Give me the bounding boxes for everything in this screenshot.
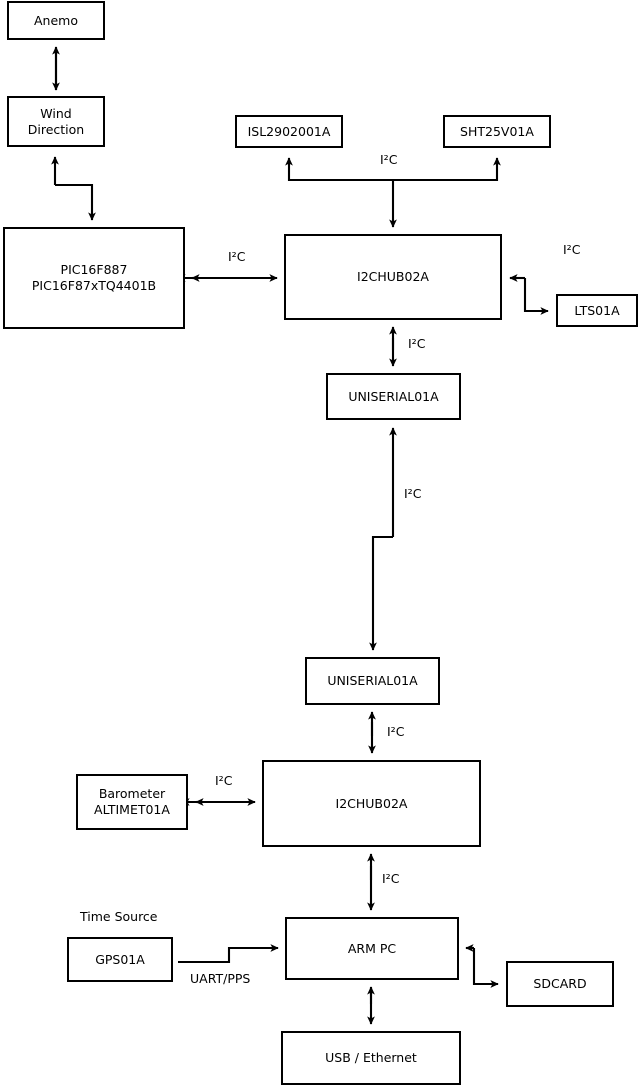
node-wind-direction[interactable]: Wind Direction (7, 96, 105, 147)
edge-label-i2c-pic: I²C (228, 249, 246, 264)
node-gps01a[interactable]: GPS01A (67, 937, 173, 982)
node-arm-pc[interactable]: ARM PC (285, 917, 459, 980)
wire-pic-to-winddir (55, 183, 96, 221)
node-barometer-altimet01a[interactable]: Barometer ALTIMET01A (76, 774, 188, 830)
label-time-source: Time Source (80, 909, 158, 924)
wire-hubtop-to-lts (523, 278, 549, 315)
edge-label-i2c-trunk: I²C (404, 486, 422, 501)
node-uniserial01a-bottom[interactable]: UNISERIAL01A (305, 657, 440, 705)
node-usb-ethernet[interactable]: USB / Ethernet (281, 1031, 461, 1085)
wire-armpc-to-sdcard (472, 948, 499, 988)
node-anemo[interactable]: Anemo (7, 1, 105, 40)
node-lts01a[interactable]: LTS01A (556, 294, 638, 327)
edge-label-uart-pps: UART/PPS (190, 971, 251, 986)
edge-label-i2c-uniserial-bottom: I²C (387, 724, 405, 739)
node-sdcard[interactable]: SDCARD (506, 961, 614, 1007)
edge-label-i2c-uniserial-top: I²C (408, 336, 426, 351)
edge-label-i2c-barometer: I²C (215, 773, 233, 788)
node-isl2902001a[interactable]: ISL2902001A (235, 115, 343, 148)
wire-gps-to-armpc (178, 944, 279, 964)
node-sht25v01a[interactable]: SHT25V01A (443, 115, 551, 148)
node-i2chub02a-bottom[interactable]: I2CHUB02A (262, 760, 481, 847)
edge-label-i2c-armpc: I²C (382, 871, 400, 886)
wire-sensorbus-to-isl (285, 157, 393, 182)
wire-sensorbus-to-sht (393, 157, 501, 182)
node-uniserial01a-top[interactable]: UNISERIAL01A (326, 373, 461, 420)
node-pic-microcontroller[interactable]: PIC16F887 PIC16F87xTQ4401B (3, 227, 185, 329)
edge-label-i2c-lts01a: I²C (563, 242, 581, 257)
wire-uniserialtop-to-uniserialbot (369, 535, 393, 651)
edge-label-i2c-sensor-bus: I²C (380, 152, 398, 167)
node-i2chub02a-top[interactable]: I2CHUB02A (284, 234, 502, 320)
